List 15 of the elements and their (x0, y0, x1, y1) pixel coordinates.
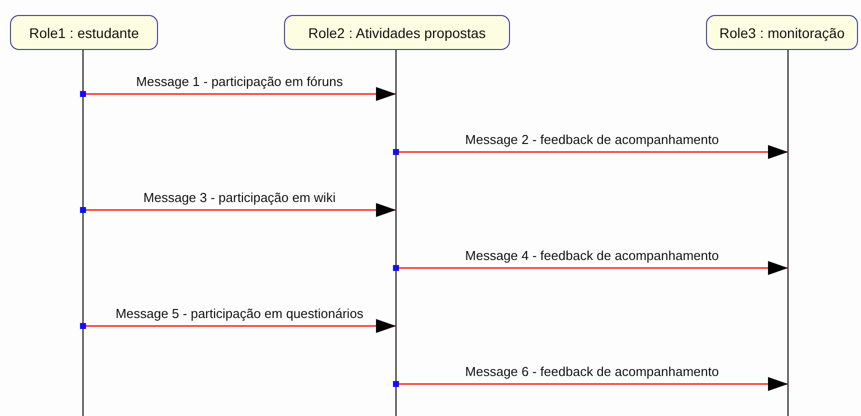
lifeline-header-box: Role2 : Atividades propostas (284, 15, 510, 50)
edge-label: Message 1 - participação em fóruns (134, 74, 345, 89)
edge-label: Message 6 - feedback de acompanhamento (463, 364, 721, 379)
edge-label: Message 4 - feedback de acompanhamento (463, 248, 721, 263)
edge-label: Message 2 - feedback de acompanhamento (463, 132, 721, 147)
message-arrow (80, 203, 396, 217)
edge-label: Message 5 - participação em questionários (114, 306, 366, 321)
message-arrow (393, 261, 788, 275)
message-arrow (393, 377, 788, 391)
edge-label: Message 3 - participação em wiki (141, 190, 338, 205)
message-arrow (80, 319, 396, 333)
lifeline-header-box: Role3 : monitoração (706, 15, 858, 50)
lifeline-header-box: Role1 : estudante (10, 15, 158, 50)
message-arrow (393, 145, 788, 159)
message-arrow (80, 87, 396, 101)
